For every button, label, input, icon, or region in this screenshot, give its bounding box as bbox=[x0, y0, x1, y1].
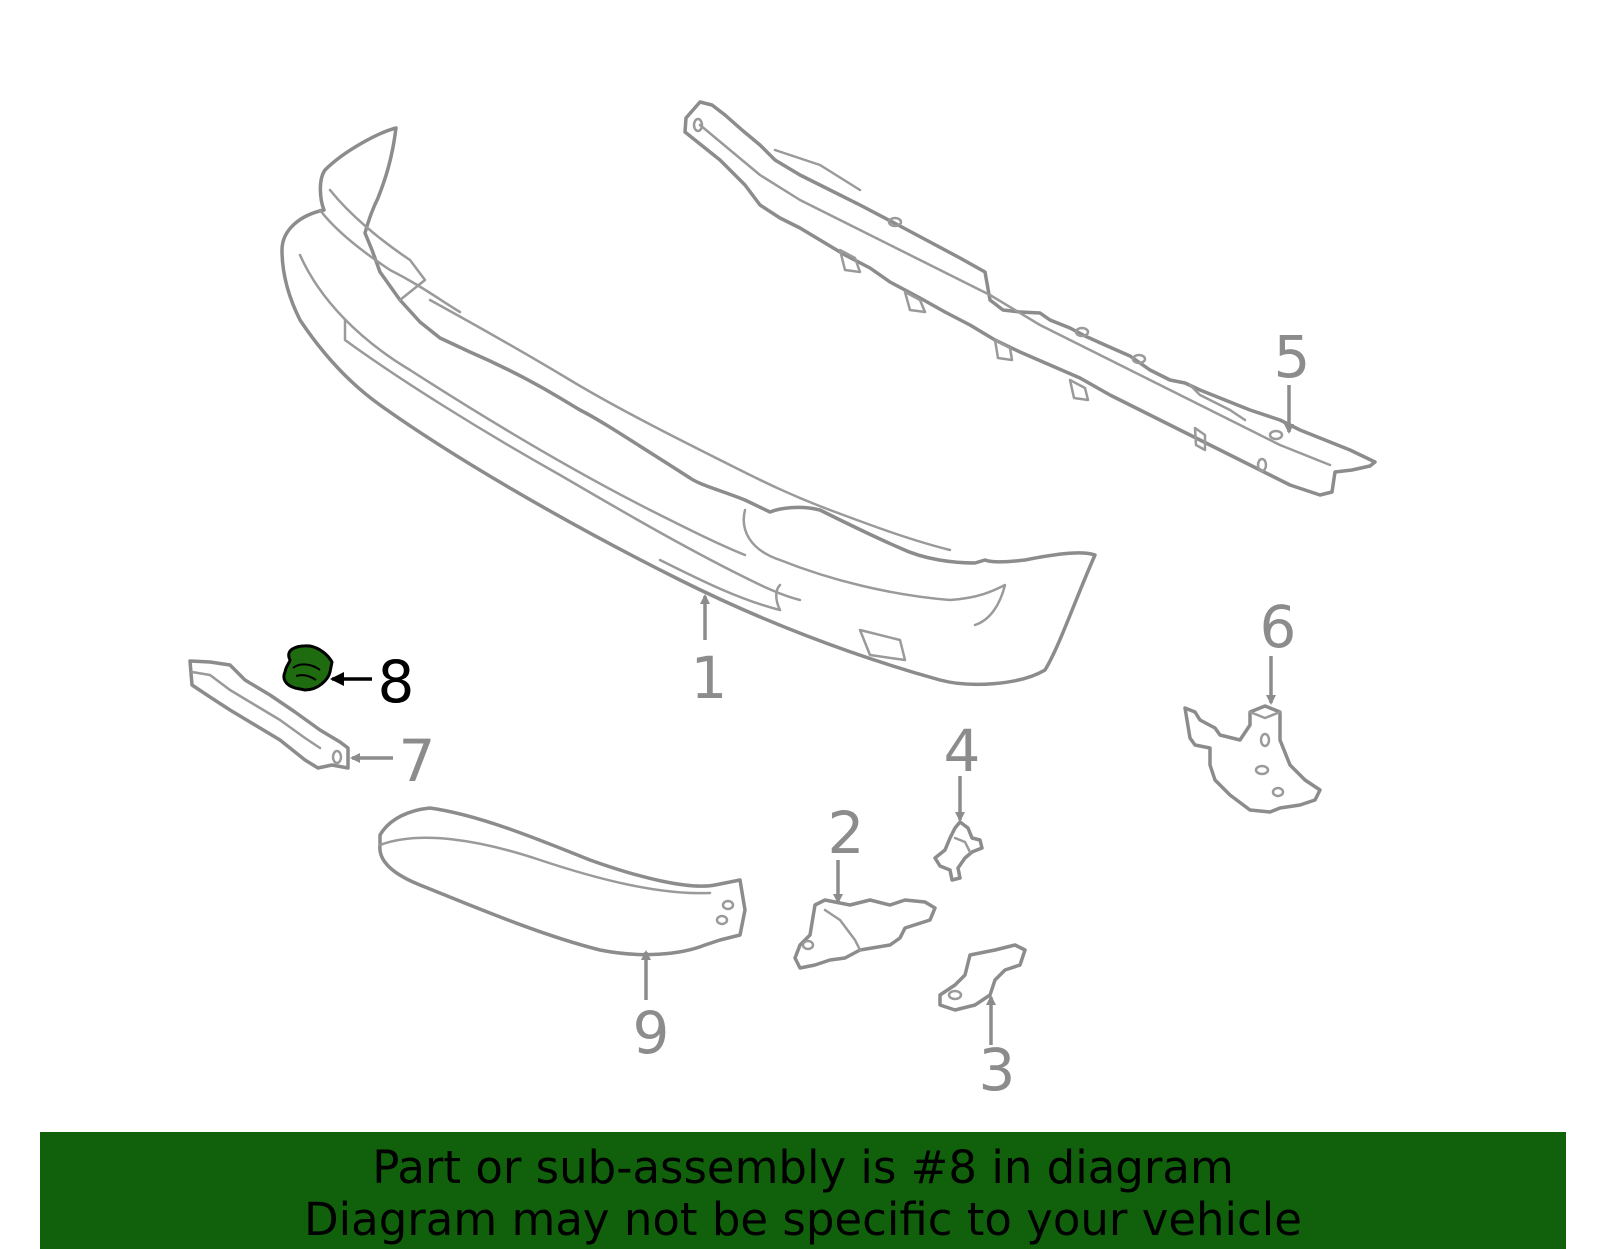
callout-6: 6 bbox=[1260, 593, 1297, 661]
callout-2: 2 bbox=[828, 799, 865, 867]
bracket-part-6 bbox=[1183, 704, 1322, 814]
info-banner: Part or sub-assembly is #8 in diagram Di… bbox=[40, 1132, 1566, 1249]
bumper-cover-part bbox=[280, 126, 1097, 687]
callout-5: 5 bbox=[1274, 323, 1311, 391]
clip-part-8-highlighted bbox=[282, 644, 334, 692]
banner-line-disclaimer: Diagram may not be specific to your vehi… bbox=[304, 1193, 1302, 1246]
lower-molding-part-9 bbox=[378, 806, 747, 957]
callout-3: 3 bbox=[979, 1036, 1016, 1104]
bumper-reinforcement-part bbox=[683, 100, 1377, 497]
bracket-part-2 bbox=[793, 898, 937, 970]
callout-4: 4 bbox=[944, 717, 981, 785]
callout-labels: 1 2 3 4 5 6 7 8 9 bbox=[378, 323, 1311, 1104]
banner-line-part: Part or sub-assembly is #8 in diagram bbox=[372, 1141, 1234, 1194]
bracket-part-4 bbox=[933, 820, 984, 882]
callout-7: 7 bbox=[399, 727, 436, 795]
callout-arrows bbox=[330, 385, 1294, 1045]
bracket-part-3 bbox=[938, 943, 1027, 1012]
callout-8: 8 bbox=[378, 648, 415, 716]
strip-part-7 bbox=[188, 659, 350, 770]
callout-9: 9 bbox=[633, 999, 670, 1067]
callout-1: 1 bbox=[691, 644, 728, 712]
